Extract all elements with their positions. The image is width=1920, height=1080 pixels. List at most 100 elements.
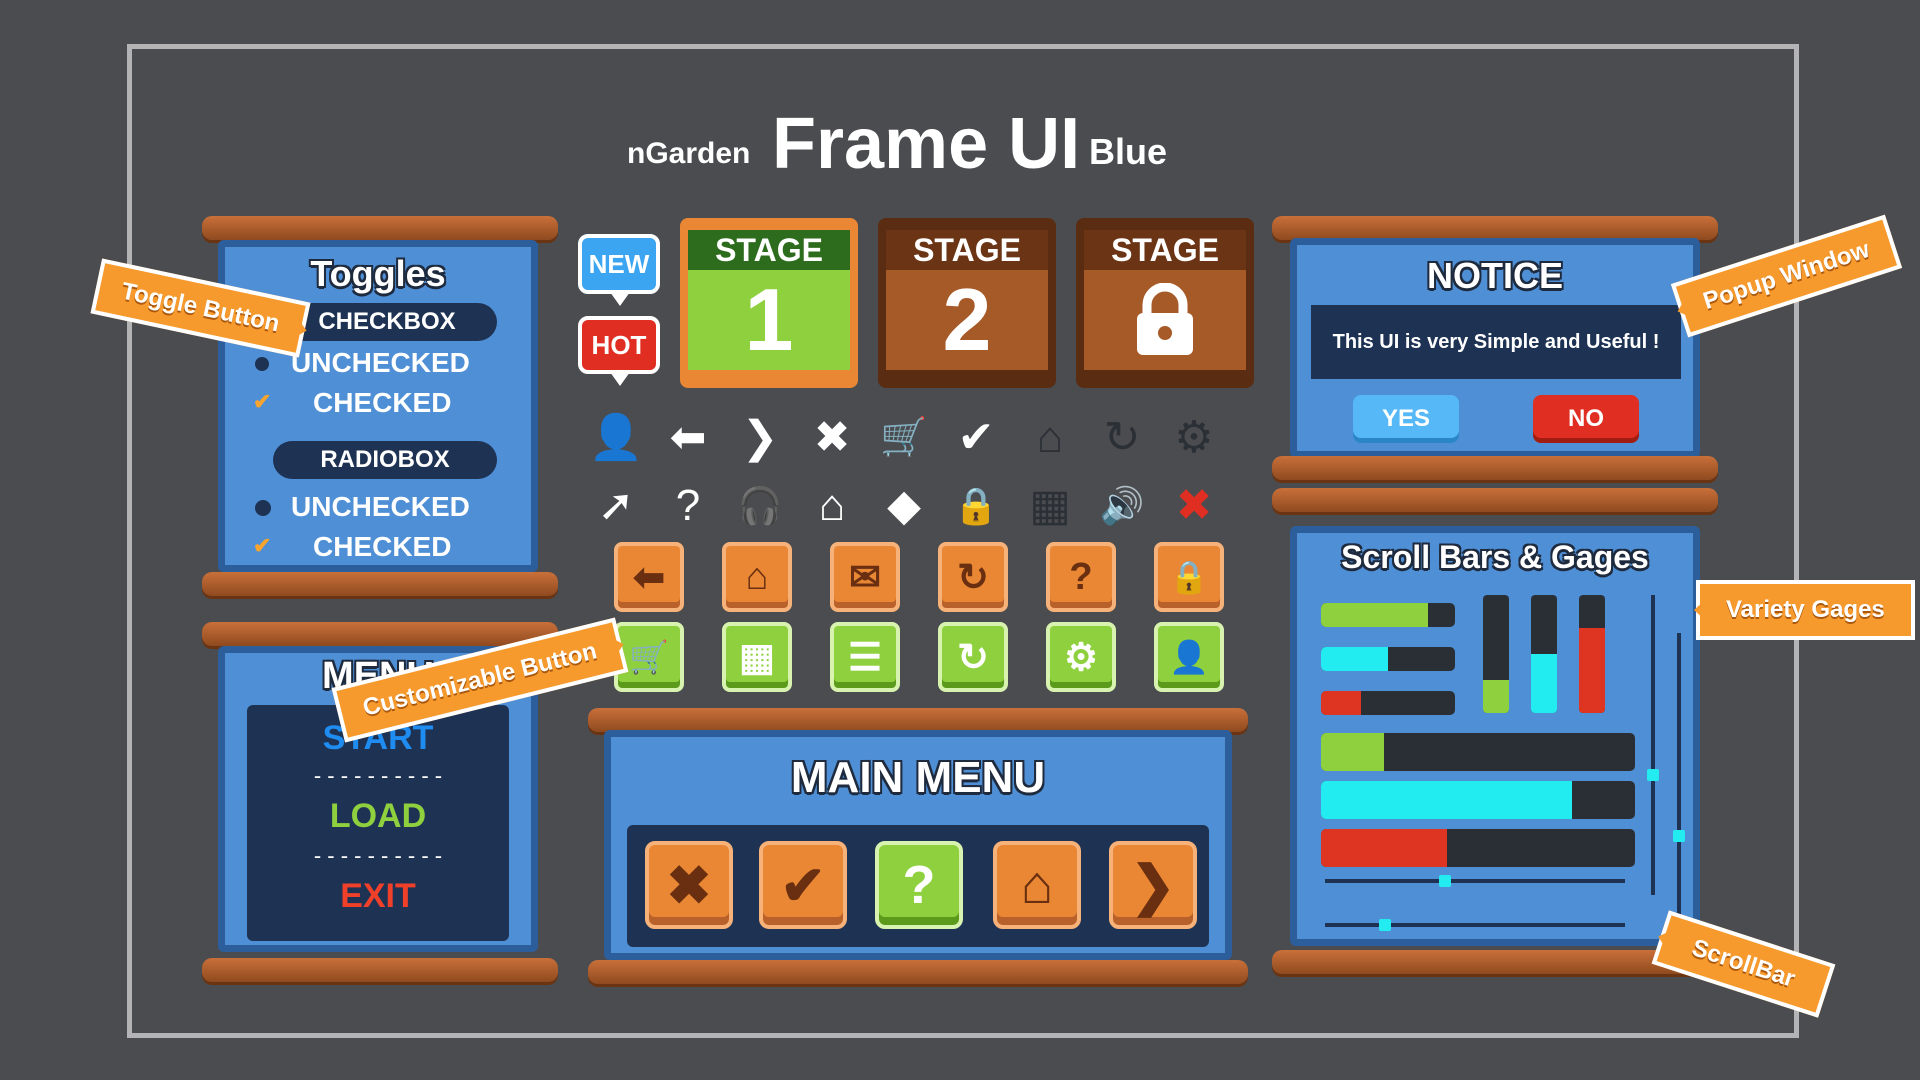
- long-gage: [1321, 829, 1635, 867]
- plank: [588, 708, 1248, 732]
- vertical-gage-fill: [1483, 679, 1509, 713]
- plank: [588, 960, 1248, 984]
- menu-list: START - - - - - - - - - - LOAD - - - - -…: [247, 705, 509, 941]
- plank: [202, 216, 558, 240]
- short-gage: [1321, 691, 1455, 715]
- confirm-button[interactable]: ✔: [759, 841, 847, 929]
- question-icon[interactable]: ?: [675, 481, 701, 530]
- stage-1-label: STAGE: [688, 230, 850, 270]
- warning-icon[interactable]: ◆: [887, 481, 921, 530]
- stage-1-card[interactable]: STAGE 1: [680, 218, 858, 388]
- brand-label: nGarden: [627, 137, 751, 170]
- radio-checked-label[interactable]: CHECKED: [313, 531, 452, 562]
- horizontal-scrollbar-thumb[interactable]: [1439, 875, 1451, 887]
- refresh-button[interactable]: ↻: [938, 542, 1008, 612]
- radio-header: RADIOBOX: [273, 441, 497, 479]
- radio-unchecked-label[interactable]: UNCHECKED: [291, 491, 470, 522]
- close-icon[interactable]: ✖: [813, 413, 851, 462]
- list-button[interactable]: ☰: [830, 622, 900, 692]
- short-gage: [1321, 603, 1455, 627]
- toggles-panel: Toggles CHECKBOX UNCHECKED ✔ CHECKED RAD…: [218, 240, 538, 572]
- plank: [1272, 488, 1718, 512]
- refresh-icon: ↻: [1103, 413, 1141, 462]
- stage-3-card[interactable]: STAGE: [1076, 218, 1254, 388]
- next-button[interactable]: ❯: [1109, 841, 1197, 929]
- stage-2-label: STAGE: [886, 230, 1048, 270]
- vertical-scrollbar-thumb[interactable]: [1647, 769, 1659, 781]
- speaker-icon: 🔊: [1099, 485, 1145, 526]
- lock-button[interactable]: 🔒: [1154, 542, 1224, 612]
- chevron-right-icon[interactable]: ❯: [741, 413, 779, 462]
- gear-icon: ⚙: [1174, 413, 1214, 462]
- mute-icon[interactable]: ✖: [1175, 481, 1213, 530]
- hot-badge-tail: [610, 372, 630, 386]
- yes-button[interactable]: YES: [1353, 395, 1459, 443]
- stage-3-label: STAGE: [1084, 230, 1246, 270]
- icon-row-2: ➚ ? 🎧 ⌂ ◆ 🔒 ▦ 🔊 ✖: [588, 478, 1218, 534]
- orange-button-row: ⬅ ⌂ ✉ ↻ ? 🔒: [614, 542, 1224, 616]
- vertical-scrollbar-track[interactable]: [1651, 595, 1655, 895]
- horizontal-scrollbar-thumb[interactable]: [1379, 919, 1391, 931]
- long-gage: [1321, 733, 1635, 771]
- menu-load[interactable]: LOAD: [329, 797, 427, 835]
- menu-divider: - - - - - - - - - -: [313, 843, 443, 868]
- lock-icon[interactable]: 🔒: [953, 485, 999, 526]
- grid-icon: ▦: [1029, 481, 1071, 530]
- new-badge-tail: [610, 292, 630, 306]
- green-button-row: 🛒 ▦ ☰ ↻ ⚙ 👤: [614, 622, 1224, 696]
- vertical-gage: [1579, 595, 1605, 713]
- vertical-scrollbar-track[interactable]: [1677, 633, 1681, 923]
- vertical-gage-fill: [1579, 628, 1605, 713]
- radio-checked-icon[interactable]: ✔: [253, 533, 272, 558]
- stage-3-lock-area: [1084, 270, 1246, 370]
- radio-unchecked-icon[interactable]: [255, 500, 271, 516]
- home-button[interactable]: ⌂: [722, 542, 792, 612]
- settings-button[interactable]: ⚙: [1046, 622, 1116, 692]
- check-icon[interactable]: ✔: [957, 413, 995, 462]
- horizontal-scrollbar-track[interactable]: [1325, 879, 1625, 883]
- grid-button[interactable]: ▦: [722, 622, 792, 692]
- checkbox-checked-label[interactable]: CHECKED: [313, 387, 452, 418]
- page-title: Frame UI: [772, 104, 1081, 184]
- cart-icon[interactable]: 🛒: [880, 417, 928, 459]
- main-menu-bar: ✖ ✔ ? ⌂ ❯: [627, 825, 1209, 947]
- long-gage-fill: [1321, 829, 1447, 867]
- horizontal-scrollbar-track[interactable]: [1325, 923, 1625, 927]
- long-gage-fill: [1321, 781, 1573, 819]
- home-button[interactable]: ⌂: [993, 841, 1081, 929]
- help-button[interactable]: ?: [875, 841, 963, 929]
- menu-exit[interactable]: EXIT: [340, 877, 416, 915]
- gages-area: [1297, 533, 1693, 939]
- back-button[interactable]: ⬅: [614, 542, 684, 612]
- stage-2-card[interactable]: STAGE 2: [878, 218, 1056, 388]
- notice-popup: NOTICE This UI is very Simple and Useful…: [1290, 238, 1700, 458]
- external-link-icon[interactable]: ➚: [597, 481, 635, 530]
- add-user-icon[interactable]: 👤: [588, 413, 644, 462]
- stage-2-number: 2: [886, 270, 1048, 370]
- checkbox-unchecked-label[interactable]: UNCHECKED: [291, 347, 470, 378]
- variety-gages-callout: Variety Gages: [1696, 580, 1915, 640]
- title-row: nGarden Frame UI Blue: [0, 95, 1920, 185]
- plank: [1272, 456, 1718, 480]
- checkbox-unchecked-icon[interactable]: [255, 357, 269, 371]
- checkbox-checked-icon[interactable]: ✔: [253, 389, 272, 414]
- main-menu-panel: MAIN MENU ✖ ✔ ? ⌂ ❯: [604, 730, 1232, 960]
- help-button[interactable]: ?: [1046, 542, 1116, 612]
- showcase-frame: [127, 44, 1799, 1038]
- mail-button[interactable]: ✉: [830, 542, 900, 612]
- short-gage-fill: [1321, 603, 1429, 627]
- home-icon[interactable]: ⌂: [818, 481, 846, 530]
- gages-title: Scroll Bars & Gages: [1341, 539, 1649, 575]
- hot-badge: HOT: [578, 316, 660, 374]
- notice-message: This UI is very Simple and Useful !: [1311, 305, 1681, 379]
- vertical-scrollbar-thumb[interactable]: [1673, 830, 1685, 842]
- add-user-button[interactable]: 👤: [1154, 622, 1224, 692]
- refresh-button[interactable]: ↻: [938, 622, 1008, 692]
- close-button[interactable]: ✖: [645, 841, 733, 929]
- home-icon: ⌂: [1036, 413, 1064, 462]
- no-button[interactable]: NO: [1533, 395, 1639, 443]
- short-gage: [1321, 647, 1455, 671]
- arrow-left-icon[interactable]: ⬅: [669, 413, 707, 462]
- headphones-icon[interactable]: 🎧: [737, 485, 783, 526]
- long-gage-fill: [1321, 733, 1384, 771]
